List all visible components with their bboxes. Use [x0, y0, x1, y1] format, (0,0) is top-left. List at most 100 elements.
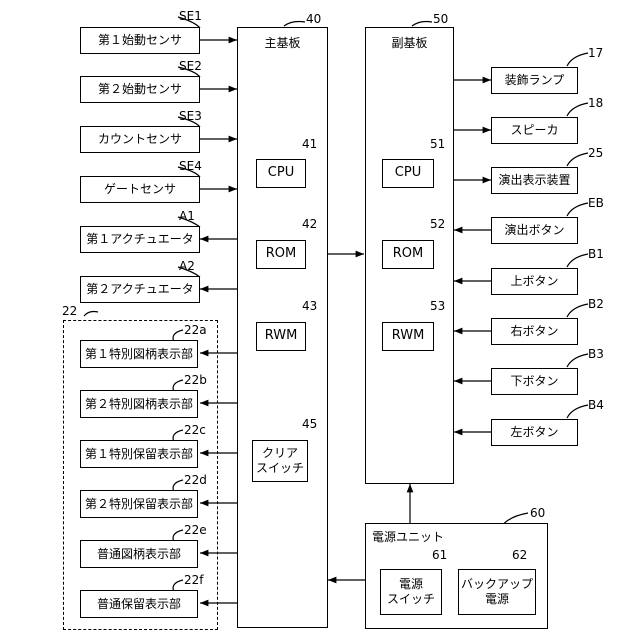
backup-power-label: バックアップ 電源 — [461, 577, 533, 607]
display-22d-label: 第２特別保留表示部 — [85, 497, 193, 512]
display-22b-box: 第２特別図柄表示部 — [80, 390, 198, 418]
sensor-se1-ref: SE1 — [179, 10, 202, 22]
button-b1-ref: B1 — [588, 248, 604, 260]
power-unit-ref: 60 — [530, 507, 545, 519]
display-22e-label: 普通図柄表示部 — [97, 547, 181, 562]
leader-50 — [412, 22, 432, 27]
button-b1-label: 上ボタン — [510, 274, 558, 289]
main-rwm-label: RWM — [265, 328, 298, 344]
sub-board-ref: 50 — [433, 13, 448, 25]
display-22c-label: 第１特別保留表示部 — [85, 447, 193, 462]
button-b1-box: 上ボタン — [491, 268, 578, 295]
main-cpu-box: CPU — [256, 159, 306, 188]
actuator-a1-label: 第１アクチュエータ — [86, 232, 193, 247]
sensor-se3-ref: SE3 — [179, 110, 202, 122]
display-22f-label: 普通保留表示部 — [97, 597, 181, 612]
main-cpu-label: CPU — [268, 165, 294, 181]
leader-25 — [567, 153, 588, 166]
display-22e-ref: 22e — [184, 524, 207, 536]
clear-switch-box: クリア スイッチ — [252, 440, 308, 482]
power-switch-label: 電源 スイッチ — [387, 577, 435, 607]
sensor-se4-box: ゲートセンサ — [80, 176, 200, 203]
main-cpu-ref: 41 — [302, 138, 317, 150]
output-25-label: 演出表示装置 — [498, 173, 570, 188]
sensor-se4-ref: SE4 — [179, 160, 202, 172]
display-group-ref: 22 — [62, 305, 77, 317]
backup-power-ref: 62 — [512, 549, 527, 561]
display-22b-label: 第２特別図柄表示部 — [85, 397, 193, 412]
output-25-ref: 25 — [588, 147, 603, 159]
button-b4-ref: B4 — [588, 399, 604, 411]
display-22d-box: 第２特別保留表示部 — [80, 490, 198, 518]
output-18-box: スピーカ — [491, 117, 578, 144]
main-rom-label: ROM — [266, 246, 296, 262]
backup-power-box: バックアップ 電源 — [458, 569, 536, 615]
display-22d-ref: 22d — [184, 474, 207, 486]
sensor-se3-label: カウントセンサ — [98, 132, 182, 147]
sub-board-title: 副基板 — [391, 36, 427, 51]
leader-b1 — [567, 254, 588, 267]
leader-17 — [567, 53, 588, 66]
button-b4-label: 左ボタン — [510, 425, 558, 440]
display-22b-ref: 22b — [184, 374, 207, 386]
leader-b2 — [567, 304, 588, 317]
sensor-se4-label: ゲートセンサ — [104, 182, 176, 197]
display-22a-ref: 22a — [184, 324, 207, 336]
leader-b3 — [567, 354, 588, 367]
display-22f-ref: 22f — [184, 574, 204, 586]
output-17-box: 装飾ランプ — [491, 67, 578, 94]
button-b3-box: 下ボタン — [491, 368, 578, 395]
main-rom-box: ROM — [256, 240, 306, 269]
sub-cpu-box: CPU — [382, 159, 434, 188]
button-eb-ref: EB — [588, 197, 604, 209]
sub-rom-ref: 52 — [430, 218, 445, 230]
output-25-box: 演出表示装置 — [491, 167, 578, 194]
main-rwm-ref: 43 — [302, 300, 317, 312]
sensor-se3-box: カウントセンサ — [80, 126, 200, 153]
output-17-label: 装飾ランプ — [505, 73, 565, 88]
leader-22 — [84, 312, 98, 317]
clear-switch-ref: 45 — [302, 418, 317, 430]
main-board-title: 主基板 — [264, 36, 300, 51]
leader-40 — [284, 22, 305, 27]
display-22f-box: 普通保留表示部 — [80, 590, 198, 618]
output-17-ref: 17 — [588, 47, 603, 59]
button-b3-ref: B3 — [588, 348, 604, 360]
main-rwm-box: RWM — [256, 322, 306, 351]
display-22a-label: 第１特別図柄表示部 — [85, 347, 193, 362]
leader-18 — [567, 103, 588, 116]
button-b4-box: 左ボタン — [491, 419, 578, 446]
sub-rom-box: ROM — [382, 240, 434, 269]
actuator-a2-box: 第２アクチュエータ — [80, 276, 200, 303]
actuator-a2-ref: A2 — [179, 260, 195, 272]
button-b3-label: 下ボタン — [510, 374, 558, 389]
button-b2-box: 右ボタン — [491, 318, 578, 345]
sub-cpu-label: CPU — [395, 165, 421, 181]
button-b2-label: 右ボタン — [510, 324, 558, 339]
display-22c-box: 第１特別保留表示部 — [80, 440, 198, 468]
leader-eb — [567, 203, 588, 216]
display-22c-ref: 22c — [184, 424, 206, 436]
output-18-label: スピーカ — [510, 123, 558, 138]
actuator-a1-ref: A1 — [179, 210, 195, 222]
output-18-ref: 18 — [588, 97, 603, 109]
display-22e-box: 普通図柄表示部 — [80, 540, 198, 568]
sensor-se1-label: 第１始動センサ — [98, 33, 182, 48]
actuator-a2-label: 第２アクチュエータ — [86, 282, 193, 297]
main-rom-ref: 42 — [302, 218, 317, 230]
button-eb-box: 演出ボタン — [491, 217, 578, 244]
sensor-se1-box: 第１始動センサ — [80, 27, 200, 54]
sub-rwm-box: RWM — [382, 322, 434, 351]
power-switch-box: 電源 スイッチ — [380, 569, 442, 615]
leader-b4 — [567, 405, 588, 418]
sub-rwm-ref: 53 — [430, 300, 445, 312]
button-b2-ref: B2 — [588, 298, 604, 310]
clear-switch-label: クリア スイッチ — [256, 446, 304, 476]
power-switch-ref: 61 — [432, 549, 447, 561]
actuator-a1-box: 第１アクチュエータ — [80, 226, 200, 253]
power-unit-title: 電源ユニット — [372, 530, 444, 545]
main-board-ref: 40 — [306, 13, 321, 25]
sensor-se2-box: 第２始動センサ — [80, 76, 200, 103]
sub-cpu-ref: 51 — [430, 138, 445, 150]
sub-rom-label: ROM — [393, 246, 423, 262]
